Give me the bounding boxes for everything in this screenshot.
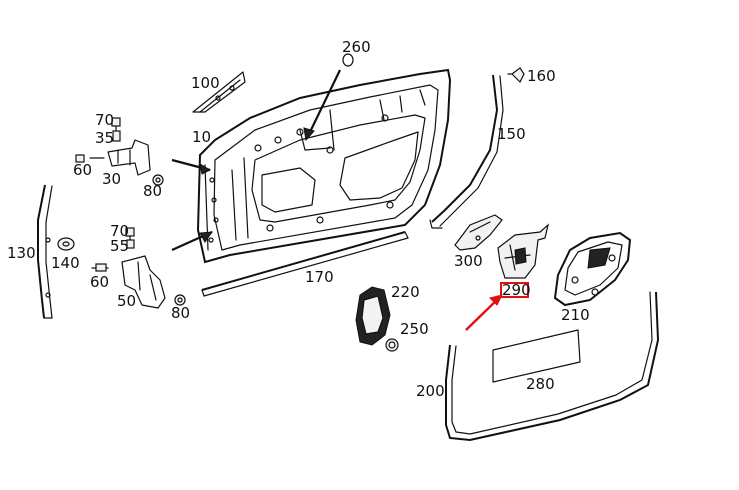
bracket-part-300 (454, 214, 503, 251)
label-150: 150 (497, 125, 526, 143)
strip-part-130 (37, 184, 53, 319)
label-140: 140 (51, 254, 80, 272)
label-70-upper: 70 (95, 111, 114, 129)
label-50: 50 (117, 292, 136, 310)
label-250: 250 (400, 320, 429, 338)
label-30: 30 (102, 170, 121, 188)
lower-hinge-group (91, 227, 186, 309)
label-60-lower: 60 (90, 273, 109, 291)
upper-hinge-group (75, 117, 164, 186)
label-280: 280 (526, 375, 555, 393)
label-160: 160 (527, 67, 556, 85)
seal-part-200 (445, 291, 660, 442)
channel-part-150 (429, 74, 504, 229)
ring-part-250 (385, 338, 399, 352)
module-part-220 (355, 286, 391, 346)
label-10: 10 (192, 128, 211, 146)
label-60-upper: 60 (73, 161, 92, 179)
label-80-upper: 80 (143, 182, 162, 200)
regulator-part-210 (553, 231, 632, 307)
sill-strip-part-170 (201, 231, 409, 297)
label-100: 100 (191, 74, 220, 92)
trim-part-100 (192, 71, 246, 113)
label-35: 35 (95, 129, 114, 147)
label-55: 55 (110, 237, 129, 255)
latch-part-290[interactable] (497, 223, 550, 279)
label-220: 220 (391, 283, 420, 301)
label-290[interactable]: 290 (502, 281, 531, 299)
label-210: 210 (561, 306, 590, 324)
plug-part-260 (342, 53, 354, 67)
grommet-part-140 (57, 237, 75, 251)
clip-part-160 (507, 67, 525, 84)
label-300: 300 (454, 252, 483, 270)
callout-labels: 260 100 10 160 150 70 35 60 30 80 130 14… (7, 38, 590, 400)
label-70-lower: 70 (110, 222, 129, 240)
label-130: 130 (7, 244, 36, 262)
highlight-290 (465, 282, 529, 331)
label-170: 170 (305, 268, 334, 286)
sheet-part-280 (492, 329, 581, 383)
label-260: 260 (342, 38, 371, 56)
door-shell-part-10 (196, 68, 452, 264)
door-leader-arrows (171, 69, 341, 252)
label-200: 200 (416, 382, 445, 400)
label-80-lower: 80 (171, 304, 190, 322)
